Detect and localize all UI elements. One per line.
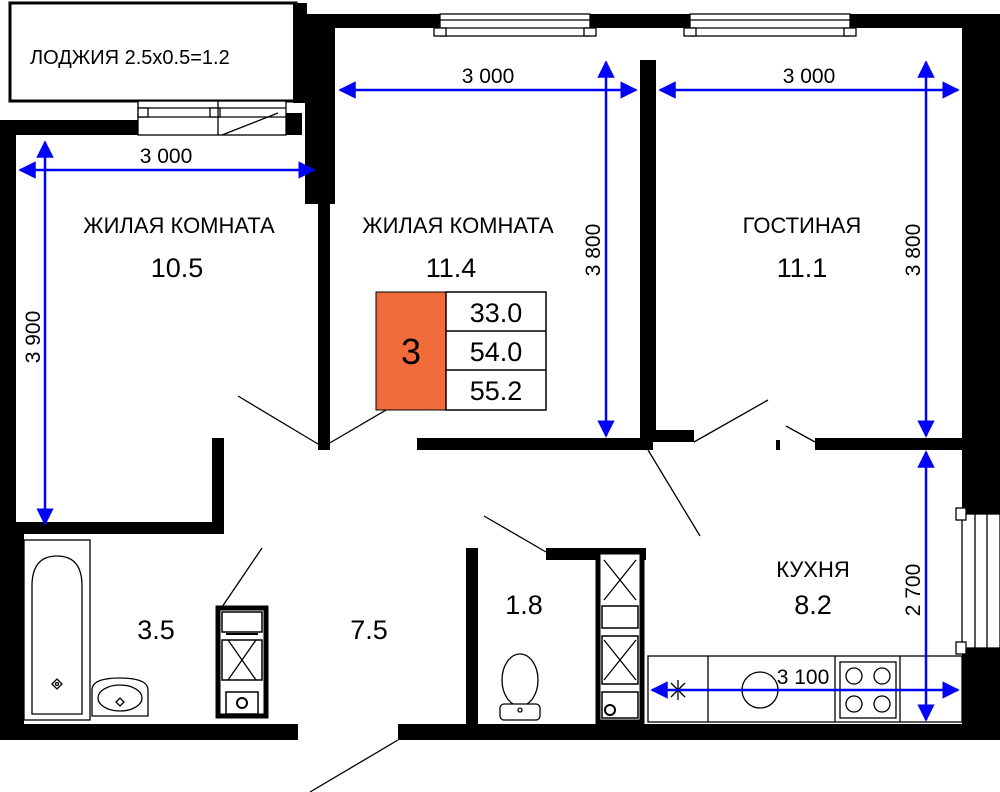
door-kitchen-left (647, 449, 701, 537)
toilet (499, 653, 541, 721)
rooms-count-badge (375, 291, 447, 411)
dimension-lines (18, 60, 960, 722)
apartment-summary: 3 33.0 54.0 55.2 (375, 291, 547, 411)
wall-bed1-right-lower (212, 438, 224, 528)
living-label: ГОСТИНАЯ (743, 213, 862, 238)
wall-right-upper (962, 14, 1000, 514)
wc-area: 1.8 (505, 590, 543, 620)
wall-top-mid-corner2 (305, 14, 335, 54)
dim-living-height: 3 800 (902, 224, 925, 277)
dimension-labels: 3 000 3 900 3 000 3 800 3 000 3 800 3 10… (22, 65, 925, 689)
loggia-outline (8, 1, 298, 103)
dim-kitchen-height: 2 700 (902, 564, 925, 617)
wall-living-bottom-right (815, 438, 965, 450)
wall-bed2-bottom (417, 438, 653, 450)
wall-top-mid (590, 14, 690, 28)
room-labels: ЖИЛАЯ КОМНАТА 10.5 ЖИЛАЯ КОМНАТА 11.4 ГО… (83, 213, 861, 645)
bathtub (23, 539, 91, 721)
door-entrance (309, 739, 399, 792)
dim-living-width: 3 000 (783, 65, 836, 88)
washbasin (91, 677, 149, 717)
loggia-side-wall (293, 3, 307, 103)
door-bedroom1 (237, 395, 319, 445)
window-living (683, 13, 857, 37)
loggia: ЛОДЖИЯ 2.5х0.5=1.2 (8, 1, 307, 136)
hallway-area: 7.5 (350, 615, 388, 645)
door-wc (483, 515, 547, 553)
wall-bed2-living (640, 60, 656, 440)
door-living (693, 399, 769, 443)
wall-bed1-bed2 (318, 140, 330, 450)
dim-bedroom1-width: 3 000 (140, 145, 193, 168)
door-swings (219, 395, 816, 792)
walls (0, 14, 1000, 740)
wall-top-mid-left (305, 14, 440, 28)
dim-bedroom2-width: 3 000 (462, 65, 515, 88)
loggia-label: ЛОДЖИЯ 2.5х0.5=1.2 (30, 47, 230, 69)
area-total-with-loggia: 55.2 (470, 376, 523, 406)
wall-bottom-left (0, 724, 298, 740)
bedroom1-label: ЖИЛАЯ КОМНАТА (83, 213, 275, 238)
kitchen-label: КУХНЯ (776, 557, 850, 582)
wall-left (0, 120, 16, 740)
wall-top-left (0, 120, 138, 135)
dim-bedroom1-height: 3 900 (22, 311, 45, 364)
windows (433, 13, 1000, 655)
window-bedroom2 (433, 13, 597, 37)
rooms-count: 3 (401, 331, 421, 372)
dim-kitchen-width: 3 100 (777, 666, 830, 689)
areas-table (445, 291, 547, 411)
dim-bedroom2-height: 3 800 (582, 224, 605, 277)
wall-bath-left (16, 534, 24, 724)
living-area: 11.1 (777, 253, 828, 283)
door-bathroom (219, 547, 263, 611)
bedroom2-area: 11.4 (426, 253, 477, 283)
wall-top-left-end (286, 113, 302, 135)
wall-wc-left (466, 548, 478, 724)
wall-stub (776, 440, 780, 450)
wall-living-bottom-left (640, 430, 694, 442)
wall-bed1-bottom (16, 522, 224, 534)
door-kitchen-right (785, 425, 816, 443)
bathroom-area: 3.5 (137, 615, 175, 645)
wall-bottom-right (398, 724, 1000, 740)
bedroom1-area: 10.5 (151, 253, 204, 283)
kitchen-area: 8.2 (794, 590, 832, 620)
window-kitchen (955, 507, 1000, 655)
area-total: 54.0 (470, 337, 523, 367)
area-living: 33.0 (470, 298, 523, 328)
loggia-door (137, 100, 287, 136)
bedroom2-label: ЖИЛАЯ КОМНАТА (362, 213, 554, 238)
